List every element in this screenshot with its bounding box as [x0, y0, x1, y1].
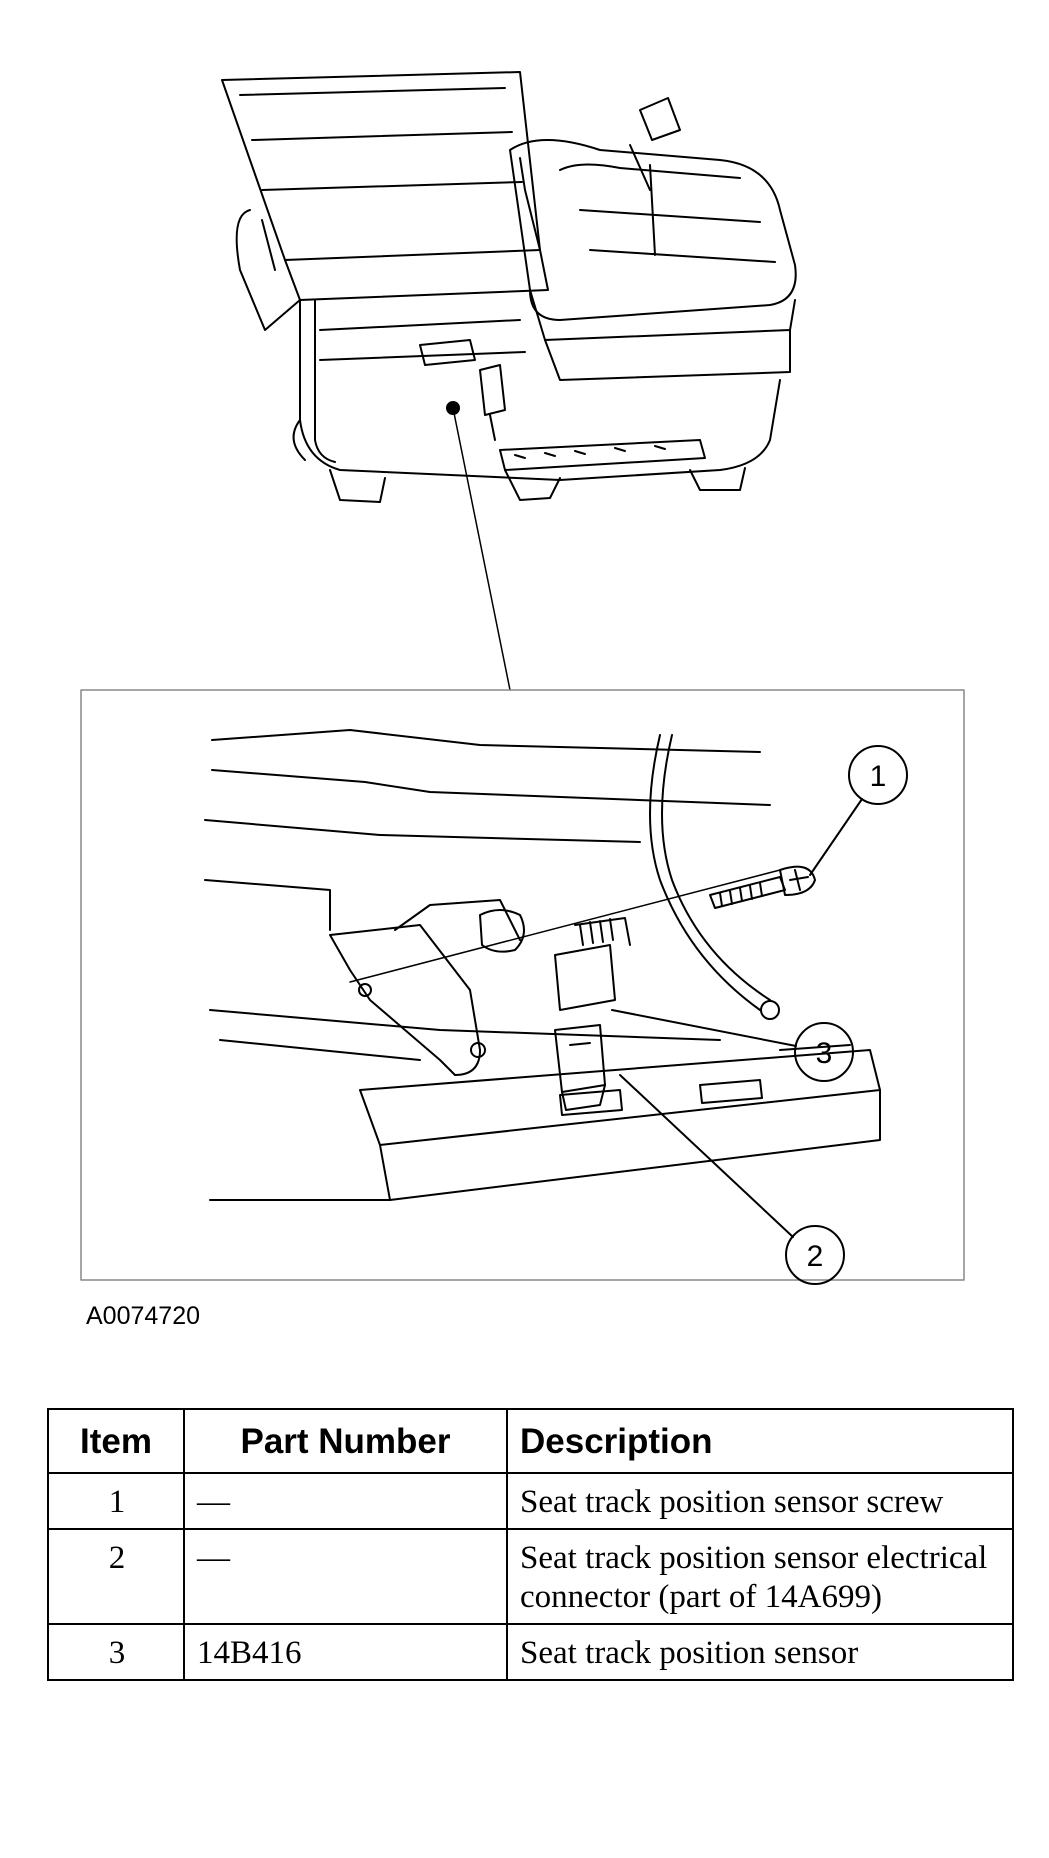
part-description: Seat track position sensor electrical co…: [506, 1528, 1014, 1625]
column-header-item: Item: [47, 1408, 185, 1474]
part-number: —: [183, 1528, 508, 1625]
parts-table: Item Part Number Description 1 — Seat tr…: [47, 1408, 1014, 1681]
seat-overview-drawing: [221, 71, 797, 691]
figure-code: A0074720: [86, 1302, 201, 1330]
item-number: 1: [47, 1472, 185, 1530]
table-header-row: Item Part Number Description: [47, 1408, 1014, 1474]
part-description: Seat track position sensor: [506, 1623, 1014, 1681]
seat-sensor-illustration: 1 3 2: [80, 71, 965, 1285]
table-row: 1 — Seat track position sensor screw: [47, 1472, 1014, 1530]
callout-label-3: 3: [816, 1037, 833, 1070]
table-row: 3 14B416 Seat track position sensor: [47, 1623, 1014, 1681]
table-row: 2 — Seat track position sensor electrica…: [47, 1528, 1014, 1625]
part-description: Seat track position sensor screw: [506, 1472, 1014, 1530]
column-header-part-number: Part Number: [183, 1408, 508, 1474]
item-number: 2: [47, 1528, 185, 1625]
item-number: 3: [47, 1623, 185, 1681]
part-number: —: [183, 1472, 508, 1530]
column-header-description: Description: [506, 1408, 1014, 1474]
part-number: 14B416: [183, 1623, 508, 1681]
callout-label-2: 2: [807, 1240, 824, 1273]
callout-label-1: 1: [870, 760, 887, 793]
sensor-detail-inset: [80, 689, 965, 1285]
